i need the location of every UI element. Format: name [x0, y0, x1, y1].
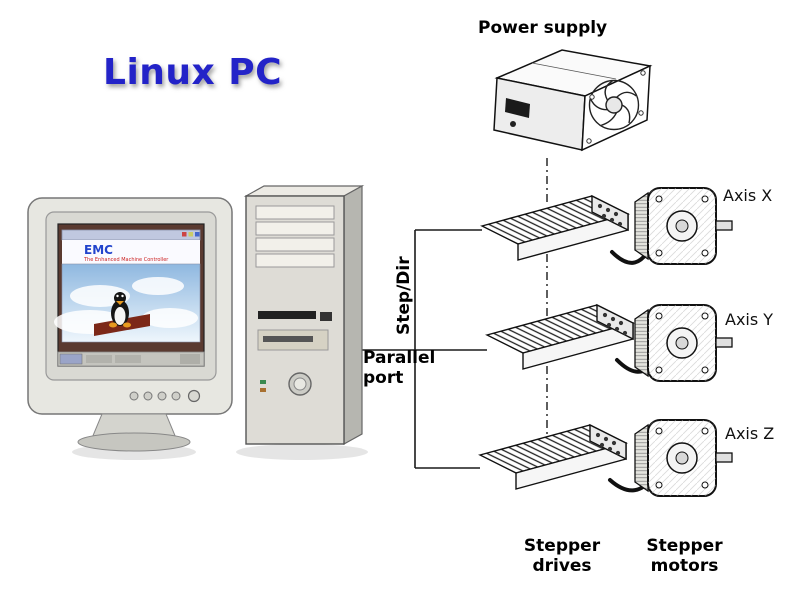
axis-x-label: Axis X	[723, 186, 773, 205]
power-supply-illustration	[493, 49, 653, 152]
monitor-screen	[54, 223, 205, 367]
stepper-drive-1	[481, 195, 629, 261]
parallel-port-label: Parallel port	[363, 348, 436, 389]
crt-monitor-illustration	[27, 197, 233, 452]
stepper-motor-z	[634, 419, 733, 497]
signal-wiring-lines	[362, 229, 487, 469]
emc-subtitle-text: The Enhanced Machine Controller	[84, 257, 169, 263]
tower-case-illustration	[243, 184, 365, 446]
step-dir-label: Step/Dir	[394, 256, 414, 335]
power-supply-label: Power supply	[478, 18, 608, 38]
stepper-drive-3	[479, 424, 627, 490]
tux-icon	[109, 292, 131, 328]
stepper-drive-2	[486, 304, 634, 370]
monitor-buttons	[129, 389, 201, 403]
emc-logo-text: EMC	[84, 243, 113, 257]
stepper-drives-label: Stepper drives	[523, 536, 601, 577]
fan-icon	[588, 79, 640, 131]
tower-shadow	[236, 444, 368, 460]
floppy-slot	[258, 311, 316, 319]
axis-z-label: Axis Z	[725, 424, 775, 443]
stepper-motor-y	[634, 304, 733, 382]
axis-y-label: Axis Y	[725, 310, 774, 329]
stepper-motors-label: Stepper motors	[646, 536, 723, 577]
screen-taskbar	[57, 351, 205, 367]
stepper-motor-x	[634, 187, 733, 265]
monitor-base	[77, 432, 191, 452]
power-socket	[505, 98, 530, 118]
linux-pc-title: Linux PC	[103, 52, 283, 93]
